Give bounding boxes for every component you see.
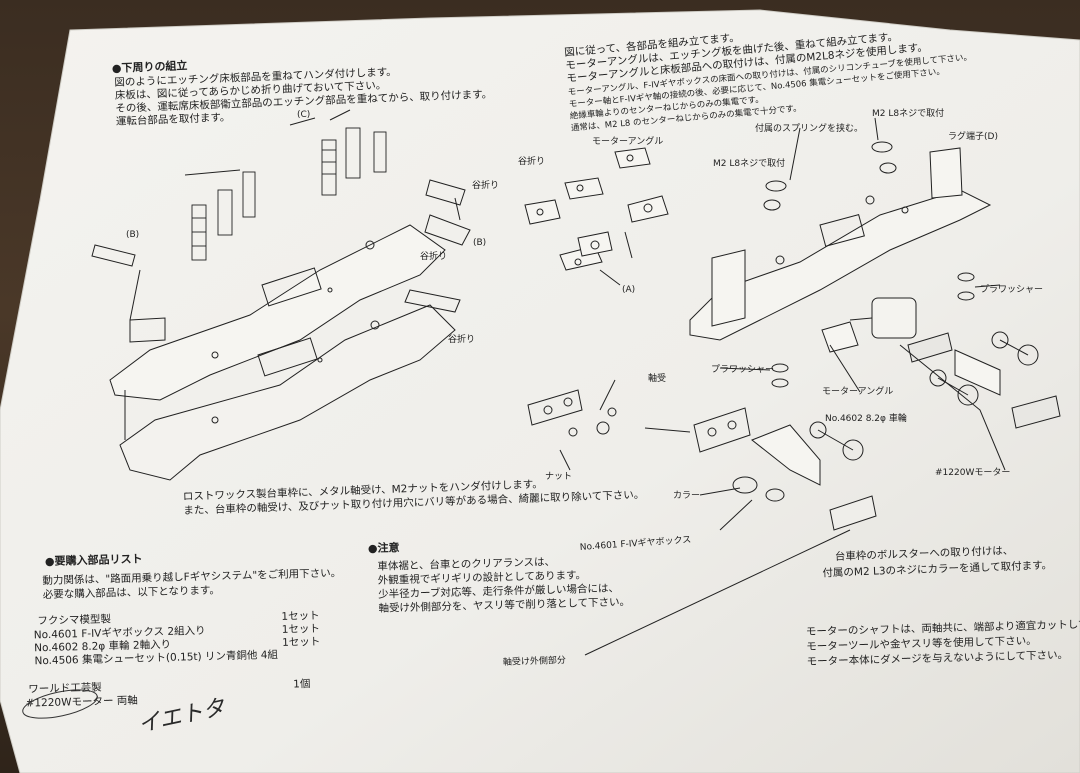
label-screw: M2 L8ネジで取付 [872, 108, 944, 119]
label-b: (B) [473, 238, 486, 248]
part-qty: 1個 [293, 677, 311, 690]
svg-text:軸受け外側部分: 軸受け外側部分 [503, 654, 566, 668]
label-fold: 谷折り [448, 333, 475, 345]
label-wheel: No.4602 8.2φ 車輪 [825, 412, 907, 424]
label-a: (A) [622, 285, 635, 295]
part-name: No.4506 集電シューセット(0.15t) リン青銅他 4組 [34, 648, 278, 667]
text-line: 台車枠のボルスターへの取り付けは、 [835, 544, 1014, 563]
diagram-labels-left: (C) (B) (B) 谷折り 谷折り 谷折り [126, 110, 499, 345]
label-nut: ナット [545, 471, 572, 482]
label-motor-angle: モーターアングル [822, 385, 893, 397]
bogie-diagram [527, 379, 877, 531]
part-name: #1220Wモーター 両軸 [25, 694, 138, 710]
label-fold: 谷折り [518, 155, 545, 167]
bearing-outer-label: 軸受け外側部分 [503, 654, 566, 668]
section-top-right: 図に従って、各部品を組み立てます。 モーターアングルは、エッチング板を曲げた後、… [564, 30, 973, 134]
text-line: 運転台部品を取付ます。 [116, 110, 231, 127]
maker-name: ワールド工芸製 [28, 681, 102, 696]
paper-sheet [0, 9, 1080, 773]
diagram-labels-right: M2 L8ネジで取付 付属のスプリングを挟む。 M2 L8ネジで取付 ラグ端子(… [711, 108, 1043, 478]
text-line: 必要な購入部品は、以下となります。 [43, 583, 220, 601]
label-lug: ラグ端子(D) [948, 130, 998, 142]
motor-angle-diagram [524, 147, 669, 286]
notes-section: ●注意 車体裾と、台車とのクリアランスは、 外観重視でギリギリの設計としてありま… [368, 540, 631, 615]
frame-diagram [689, 117, 1061, 471]
label-washer: プラワッシャー [711, 364, 774, 375]
leader-line [584, 529, 851, 656]
label-b: (B) [126, 230, 139, 240]
text-line: 少半径カーブ対応等、走行条件が厳しい場合には、 [378, 581, 619, 600]
part-name: No.4601 F-IVギヤボックス 2組入り [34, 624, 206, 641]
label-spring: 付属のスプリングを挟む。 [755, 122, 863, 134]
part-qty: 1セット [281, 610, 319, 623]
chassis-diagram [91, 109, 471, 481]
label-bearing: 軸受 [648, 372, 666, 384]
label-c: (C) [297, 110, 310, 120]
part-qty: 1セット [282, 623, 320, 636]
section-heading: ●下周りの組立 [112, 58, 188, 75]
label-fold: 谷折り [472, 179, 499, 191]
part-qty: 1セット [282, 636, 320, 649]
section-heading: ●要購入部品リスト [45, 551, 143, 568]
label-collar: カラー [673, 490, 700, 501]
text-line: 車体裾と、台車とのクリアランスは、 [377, 555, 555, 573]
label-motor: #1220Wモーター [935, 467, 1010, 478]
label-washer: プラワッシャー [980, 284, 1043, 295]
diagram-labels-centre: 谷折り モーターアングル (A) [518, 135, 663, 295]
maker-name: フクシマ模型製 [37, 612, 111, 627]
part-name: No.4602 8.2φ 車輪 2軸入り [34, 638, 171, 655]
text-line: 外観重視でギリギリの設計としてあります。 [378, 568, 587, 586]
label-fold: 谷折り [420, 250, 447, 262]
parts-list: ●要購入部品リスト 動力関係は、"路面用乗り越しFギヤシステム"をご利用下さい。… [25, 551, 341, 710]
text-line: モーターツールや金ヤスリ等を使用して下さい。 [806, 634, 1037, 653]
label-motor-angle: モーターアングル [592, 135, 663, 147]
handdrawn-circle [22, 689, 98, 719]
label-screw: M2 L8ネジで取付 [713, 158, 785, 169]
section-heading: ●注意 [368, 540, 400, 555]
